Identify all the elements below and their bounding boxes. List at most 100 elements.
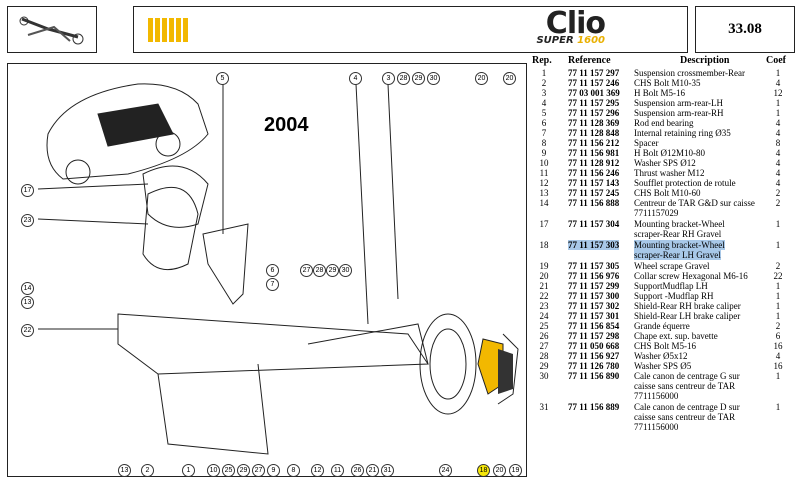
cell-reference: 77 11 157 143 <box>568 178 620 188</box>
cell-coef: 4 <box>775 168 781 178</box>
cell-coef: 4 <box>775 351 781 361</box>
callout-bottom-10: 10 <box>207 464 220 477</box>
cell-description: Shield-Rear RH brake caliper <box>634 301 741 311</box>
cell-reference: 77 11 157 303 <box>568 240 620 250</box>
callout-29: 29 <box>412 72 425 85</box>
cell-rep: 23 <box>539 301 549 311</box>
table-row[interactable]: 9 77 11 156 981 H Bolt Ø12M10-80 4 <box>530 148 800 158</box>
callout-29m: 29 <box>326 264 339 277</box>
cell-coef: 4 <box>775 148 781 158</box>
callout-bottom-26: 26 <box>351 464 364 477</box>
cell-reference: 77 11 156 981 <box>568 148 620 158</box>
cell-description: Internal retaining ring Ø35 <box>634 128 731 138</box>
cell-rep: 19 <box>539 261 549 271</box>
callout-3: 3 <box>382 72 395 85</box>
callout-bottom-20: 20 <box>493 464 506 477</box>
cell-coef: 2 <box>775 321 781 331</box>
cell-reference: 77 11 157 296 <box>568 108 620 118</box>
callout-30m: 30 <box>339 264 352 277</box>
cell-rep: 28 <box>539 351 549 361</box>
year-label: 2004 <box>264 114 309 136</box>
cell-reference: 77 11 128 848 <box>568 128 620 138</box>
cell-description: Cale canon de centrage D sur <box>634 402 740 412</box>
logo-subtitle: SUPER 1600 <box>536 35 605 46</box>
cell-rep: 11 <box>539 168 549 178</box>
logo-sub-highlight: 1600 <box>577 35 605 46</box>
cell-coef: 16 <box>773 361 783 371</box>
callout-28m: 28 <box>313 264 326 277</box>
cell-description: Soufflet protection de rotule <box>634 178 736 188</box>
callout-27m: 27 <box>300 264 313 277</box>
header-banner: Clio SUPER 1600 <box>133 6 688 53</box>
cell-coef: 1 <box>775 219 781 229</box>
callout-bottom-18-highlighted: 18 <box>477 464 490 477</box>
cell-description: H Bolt Ø12M10-80 <box>634 148 706 158</box>
cell-coef: 1 <box>775 311 781 321</box>
cell-description: CHS Bolt M10-60 <box>634 188 701 198</box>
cell-rep: 2 <box>541 78 547 88</box>
cell-description: Thrust washer M12 <box>634 168 705 178</box>
cell-reference: 77 11 128 369 <box>568 118 620 128</box>
cell-rep: 27 <box>539 341 549 351</box>
callout-28: 28 <box>397 72 410 85</box>
cell-rep: 18 <box>539 240 549 250</box>
cell-description: Washer Ø5x12 <box>634 351 688 361</box>
cell-reference: 77 11 157 305 <box>568 261 620 271</box>
cell-rep: 26 <box>539 331 549 341</box>
callout-bottom-27: 27 <box>252 464 265 477</box>
cell-rep: 9 <box>541 148 547 158</box>
cell-rep: 21 <box>539 281 549 291</box>
callout-14: 14 <box>21 282 34 295</box>
cell-rep: 24 <box>539 311 549 321</box>
cell-rep: 6 <box>541 118 547 128</box>
cell-rep: 4 <box>541 98 547 108</box>
cell-rep: 29 <box>539 361 549 371</box>
suspension-thumbnail-icon <box>19 16 84 45</box>
clio-logo: Clio SUPER 1600 <box>536 9 606 47</box>
cell-reference: 77 11 157 299 <box>568 281 620 291</box>
cell-reference: 77 11 156 890 <box>568 371 620 381</box>
callout-bottom-2: 2 <box>141 464 154 477</box>
col-header-reference: Reference <box>568 55 611 66</box>
col-header-rep: Rep. <box>532 55 552 66</box>
cell-coef: 1 <box>775 108 781 118</box>
table-row[interactable]: 11 77 11 156 246 Thrust washer M12 4 <box>530 168 800 178</box>
page-number: 33.08 <box>695 6 795 53</box>
cell-rep: 8 <box>541 138 547 148</box>
cell-coef: 1 <box>775 98 781 108</box>
callout-bottom-19: 19 <box>509 464 522 477</box>
callout-bottom-9: 9 <box>267 464 280 477</box>
cell-rep: 25 <box>539 321 549 331</box>
page-number-text: 33.08 <box>728 21 762 37</box>
cell-coef: 1 <box>775 301 781 311</box>
callout-bottom-25: 25 <box>222 464 235 477</box>
cell-reference: 77 11 156 246 <box>568 168 620 178</box>
